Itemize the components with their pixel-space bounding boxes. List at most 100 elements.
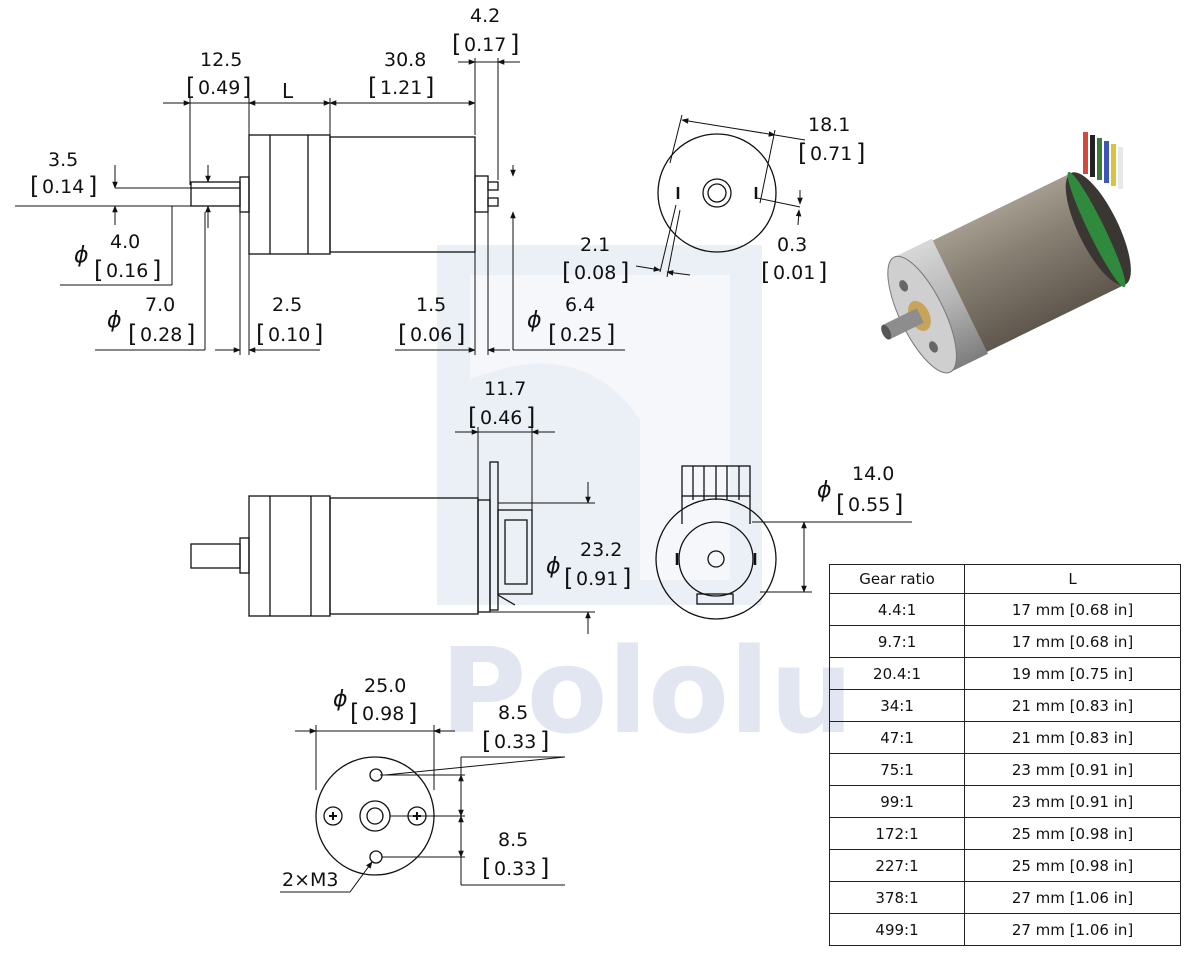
dim-terminal-span-mm: 18.1 — [808, 114, 850, 136]
watermark-logo: Pololu — [437, 245, 854, 760]
svg-text:[: [ — [562, 258, 571, 286]
gear-ratio-cell: 47:1 — [828, 721, 966, 754]
mounting-hole-bottom — [369, 850, 383, 864]
encoder-wires — [1083, 132, 1123, 189]
diameter-symbol: ϕ — [74, 243, 89, 268]
svg-text:[: [ — [798, 139, 807, 167]
svg-text:[: [ — [836, 490, 845, 518]
dim-encoder-length-mm: 11.7 — [484, 378, 526, 400]
front-view-dims — [280, 725, 566, 893]
dim-shaft-flat-in: 0.14 — [42, 176, 84, 198]
gear-ratio-cell: 34:1 — [828, 689, 966, 722]
dim-encoder-disc-in: 0.55 — [848, 494, 890, 516]
svg-text:]: ] — [622, 564, 631, 592]
diameter-symbol: ϕ — [546, 554, 561, 579]
dim-encoder-height-mm: 23.2 — [580, 539, 622, 561]
svg-text:]: ] — [152, 256, 161, 284]
dim-terminal-thickness-mm: 0.3 — [777, 234, 807, 256]
dim-rear-bushing-length-in: 0.06 — [410, 324, 452, 346]
svg-text:[: [ — [350, 699, 359, 727]
output-shaft — [190, 181, 241, 207]
rear-view-top-labels: 18.1 [ 0.71 ] 2.1 [ 0.08 ] 0.3 [ 0.01 ] — [562, 114, 865, 286]
gear-ratio-cell: 20.4:1 — [828, 657, 966, 690]
svg-text:[: [ — [30, 172, 39, 200]
dim-bushing-length-in: 0.10 — [268, 324, 310, 346]
svg-text:]: ] — [540, 854, 549, 882]
front-view-labels: ϕ 25.0 [ 0.98 ] 8.5 [ 0.33 ] 8.5 [ 0.33 … — [282, 675, 549, 891]
dim-shaft-length-bracket: [ — [186, 73, 195, 101]
dim-bushing-diameter-mm: 7.0 — [145, 294, 175, 316]
dim-shaft-length-in: 0.49 — [198, 77, 240, 99]
encoder-disc — [678, 521, 754, 597]
dim-gearbox-diameter-in: 0.98 — [362, 703, 404, 725]
dim-gearbox-length-label: L — [282, 79, 294, 103]
gear-ratio-cell: 499:1 — [828, 913, 966, 946]
dim-terminal-width-mm: 2.1 — [580, 234, 610, 256]
dim-encoder-height-in: 0.91 — [576, 568, 618, 590]
output-shaft — [190, 543, 241, 569]
side-view-encoder-labels: 11.7 [ 0.46 ] ϕ 23.2 [ 0.91 ] — [468, 378, 631, 592]
diameter-symbol: ϕ — [107, 308, 122, 333]
svg-text:[: [ — [128, 320, 137, 348]
length-cell: 25 mm [0.98 in] — [964, 849, 1181, 882]
gear-ratio-cell: 4.4:1 — [828, 593, 966, 626]
svg-text:]: ] — [526, 403, 535, 431]
watermark-text: Pololu — [440, 622, 854, 760]
length-cell: 19 mm [0.75 in] — [964, 657, 1181, 690]
side-view-top — [190, 134, 499, 255]
gear-ratio-cell: 227:1 — [828, 849, 966, 882]
length-cell: 17 mm [0.68 in] — [964, 593, 1181, 626]
dim-shaft-diameter-in: 0.16 — [106, 260, 148, 282]
dim-rear-bushing-length-mm: 1.5 — [416, 294, 446, 316]
svg-text:[: [ — [256, 320, 265, 348]
length-cell: 27 mm [1.06 in] — [964, 881, 1181, 914]
svg-text:[: [ — [482, 727, 491, 755]
svg-text:]: ] — [408, 699, 417, 727]
side-view-top-labels: 12.5 [ 0.49 ] L 30.8 [ 1.21 ] 4.2 [ 0.17… — [30, 5, 615, 348]
side-view-encoder-dims — [455, 427, 595, 634]
gear-ratio-cell: 99:1 — [828, 785, 966, 818]
motor-3d-render — [881, 132, 1131, 374]
dim-hole-offset-bottom-mm: 8.5 — [498, 829, 528, 851]
svg-text:[: [ — [94, 256, 103, 284]
side-view-encoder — [190, 461, 533, 617]
side-view-top-dims — [15, 58, 625, 355]
dim-rear-bushing-diameter-mm: 6.4 — [565, 294, 595, 316]
dim-bushing-length-mm: 2.5 — [272, 294, 302, 316]
dim-hole-offset-top-in: 0.33 — [494, 731, 536, 753]
svg-text:]: ] — [606, 320, 615, 348]
dim-terminal-width-in: 0.08 — [574, 262, 616, 284]
gear-ratio-cell: 75:1 — [828, 753, 966, 786]
table-header-row: Gear ratio L — [828, 564, 1181, 594]
svg-text:]: ] — [314, 320, 323, 348]
length-cell: 27 mm [1.06 in] — [964, 913, 1181, 946]
length-cell: 21 mm [0.83 in] — [964, 721, 1181, 754]
svg-text:[: [ — [468, 403, 477, 431]
gear-ratio-cell: 172:1 — [828, 817, 966, 850]
gear-ratio-cell: 9.7:1 — [828, 625, 966, 658]
svg-text:]: ] — [818, 258, 827, 286]
dim-encoder-disc-mm: 14.0 — [852, 463, 894, 485]
dim-motor-length-in: 1.21 — [380, 77, 422, 99]
svg-text:]: ] — [88, 172, 97, 200]
svg-text:[: [ — [398, 320, 407, 348]
svg-text:[: [ — [452, 30, 461, 58]
length-cell: 23 mm [0.91 in] — [964, 785, 1181, 818]
svg-text:]: ] — [242, 73, 251, 101]
svg-text:]: ] — [425, 73, 434, 101]
length-cell: 17 mm [0.68 in] — [964, 625, 1181, 658]
diameter-symbol: ϕ — [527, 308, 542, 333]
dim-hole-offset-top-mm: 8.5 — [498, 702, 528, 724]
motor-can-outline — [329, 136, 476, 253]
dim-hole-offset-bottom-in: 0.33 — [494, 858, 536, 880]
rear-view-top-dims — [635, 114, 806, 278]
header-gear-ratio: Gear ratio — [828, 564, 966, 594]
